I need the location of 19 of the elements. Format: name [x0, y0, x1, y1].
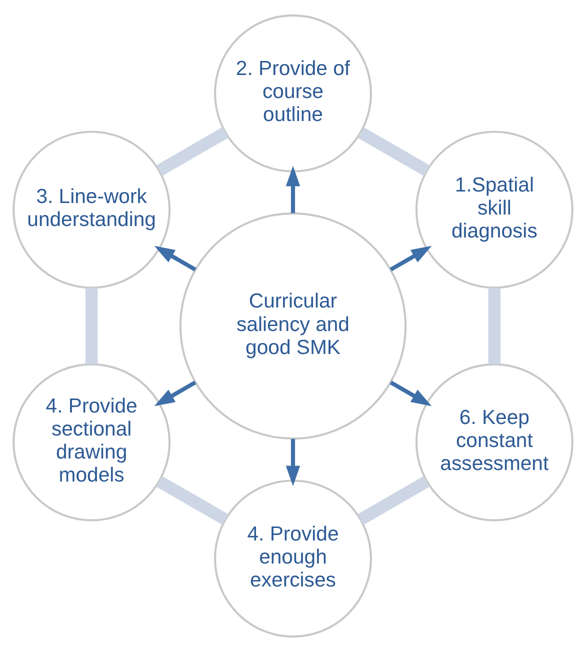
connector [358, 476, 430, 524]
arrow [390, 245, 432, 271]
node-circle: 3. Line-work understanding [12, 130, 171, 288]
arrow [390, 380, 432, 406]
arrow [154, 245, 196, 271]
node-circle: 2. Provide of course outline [214, 14, 372, 172]
arrow [286, 438, 300, 486]
arrow [154, 380, 196, 406]
connector [156, 126, 228, 176]
node-circle: 6. Keep constant assessment [415, 362, 574, 521]
connector [85, 287, 98, 364]
node-circle: Curricular saliency and good SMK [179, 212, 407, 440]
connector [156, 476, 228, 524]
connector [358, 126, 430, 176]
node-circle: 4. Provide sectional drawing models [12, 362, 171, 521]
arrow [286, 165, 300, 213]
connector [488, 288, 501, 364]
node-circle: 4. Provide enough exercises [214, 479, 372, 638]
node-circle: 1.Spatial skill diagnosis [415, 130, 574, 288]
